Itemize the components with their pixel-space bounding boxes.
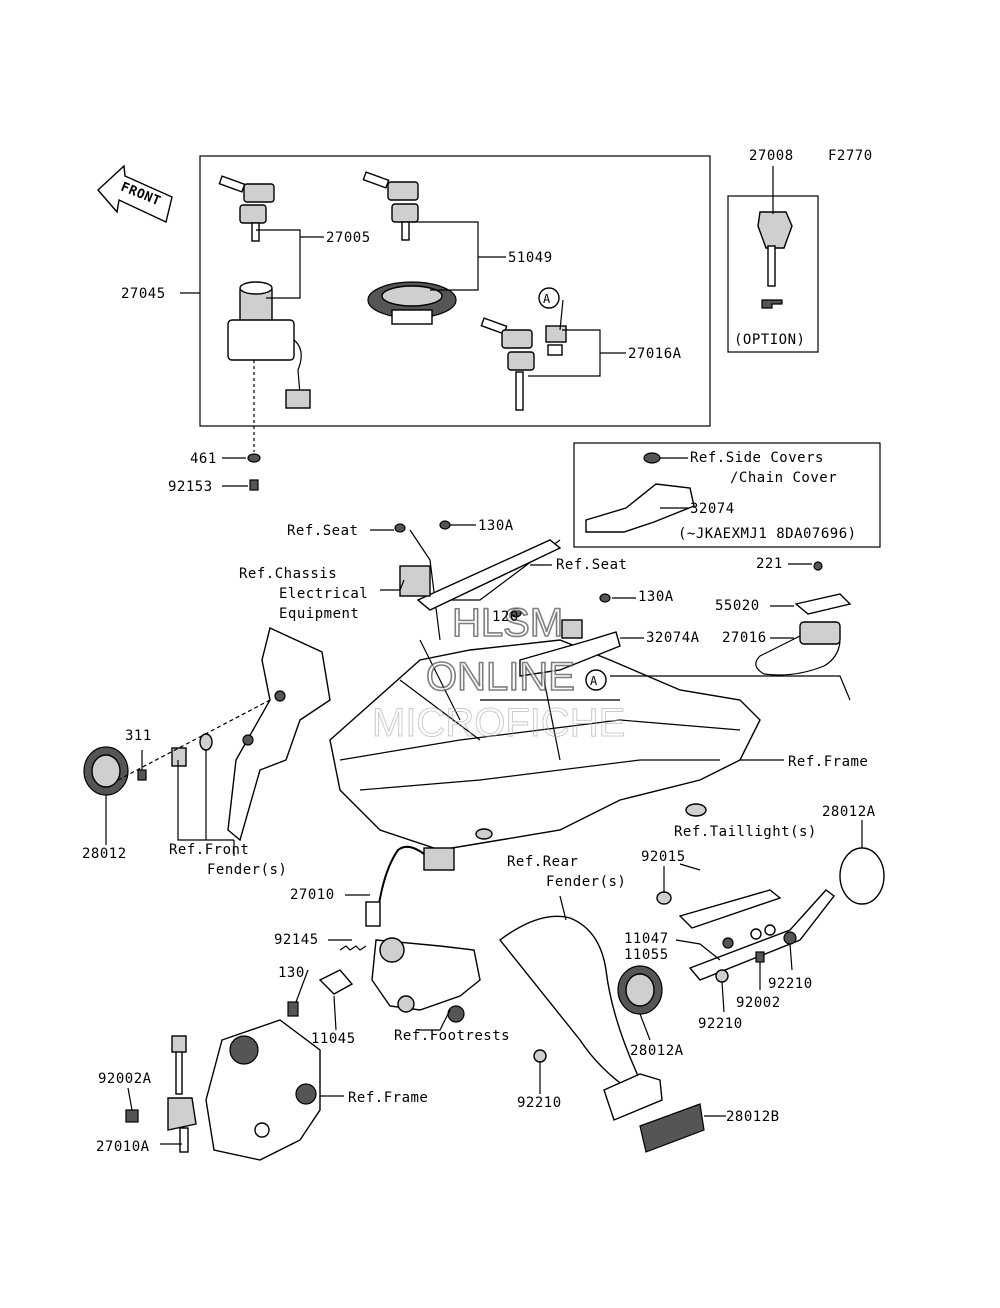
label-ref-chassis-2: Electrical	[279, 586, 368, 602]
bolt-92153-icon	[249, 479, 259, 491]
ignition-switch-icon	[227, 281, 311, 409]
label-ref-footrests: Ref.Footrests	[394, 1028, 510, 1044]
label-11047: 11047	[624, 931, 669, 947]
label-ref-chassis-1: Ref.Chassis	[239, 566, 337, 582]
label-130: 130	[278, 965, 305, 981]
label-28012a-1: 28012A	[822, 804, 876, 820]
bracket-32074-icon	[585, 452, 695, 533]
watermark-line2: ONLINE	[426, 655, 575, 699]
label-130a-2: 130A	[638, 589, 674, 605]
bracket-32074a-icon	[510, 593, 621, 677]
fuel-cap-icon	[367, 281, 457, 325]
bolt-130-icon	[287, 1001, 299, 1017]
bolt-92002a-icon	[125, 1109, 139, 1123]
marker-a-top-label: A	[543, 292, 551, 306]
rear-fender-icon	[499, 915, 663, 1121]
diagram-code: F2770	[828, 148, 873, 164]
bracket-11045-icon	[318, 969, 354, 995]
label-ref-rear-1: Ref.Rear	[507, 854, 578, 870]
label-27005: 27005	[326, 230, 371, 246]
watermark-line1: HLSM	[452, 601, 563, 645]
ignition-kit-box	[199, 155, 711, 427]
label-28012: 28012	[82, 846, 127, 862]
reflector-28012a-bottom-icon	[617, 965, 663, 1015]
key-pair-27016a-icon	[480, 317, 567, 411]
nut-92015-icon	[656, 891, 672, 905]
label-27045: 27045	[121, 286, 166, 302]
watermark-line3: MICROFICHE	[372, 701, 625, 745]
side-cover-box	[573, 442, 881, 548]
label-serial-note: (~JKAEXMJ1 8DA07696)	[678, 526, 857, 542]
label-ref-side-covers: Ref.Side Covers	[690, 450, 824, 466]
label-51049: 51049	[508, 250, 553, 266]
label-ref-seat-2: Ref.Seat	[556, 557, 627, 573]
tail-bracket-icon	[678, 889, 835, 981]
marker-a-top: A	[538, 287, 560, 309]
label-130a-1: 130A	[478, 518, 514, 534]
key-pair-51049-icon	[362, 171, 419, 241]
label-221: 221	[756, 556, 783, 572]
option-key-icon	[757, 211, 793, 309]
label-461: 461	[190, 451, 217, 467]
front-arrow-icon: FRONT	[97, 164, 173, 223]
nut-311-icon	[137, 769, 147, 781]
label-27010a: 27010A	[96, 1139, 150, 1155]
label-28012a-2: 28012A	[630, 1043, 684, 1059]
reflector-28012a-top-icon	[839, 847, 885, 905]
label-ref-rear-2: Fender(s)	[546, 874, 626, 890]
reflector-28012b-icon	[639, 1103, 705, 1153]
lower-frame-icon	[205, 1019, 321, 1161]
label-ref-front-1: Ref.Front	[169, 842, 249, 858]
front-fender-icon	[227, 627, 331, 842]
switch-27016-icon	[755, 561, 852, 676]
label-ref-frame-1: Ref.Frame	[788, 754, 868, 770]
frame-icon	[329, 529, 761, 851]
label-28012b: 28012B	[726, 1109, 780, 1125]
label-option: (OPTION)	[734, 332, 805, 348]
reflector-28012-icon	[83, 746, 129, 796]
label-120: 120	[492, 609, 519, 625]
seat-bracket-icon	[394, 520, 562, 611]
label-chain-cover: /Chain Cover	[730, 470, 837, 486]
key-pair-27005-icon	[218, 175, 275, 242]
label-27016: 27016	[722, 630, 767, 646]
marker-a-frame-label: A	[590, 674, 598, 688]
label-ref-front-2: Fender(s)	[207, 862, 287, 878]
label-92153: 92153	[168, 479, 213, 495]
label-32074a: 32074A	[646, 630, 700, 646]
label-ref-chassis-3: Equipment	[279, 606, 359, 622]
marker-a-frame: A	[585, 669, 607, 691]
footrest-bracket-icon	[371, 937, 481, 1023]
label-ref-taillight: Ref.Taillight(s)	[674, 824, 817, 840]
label-92145: 92145	[274, 932, 319, 948]
label-ref-seat-1: Ref.Seat	[287, 523, 358, 539]
label-92210-1: 92210	[768, 976, 813, 992]
label-32074: 32074	[690, 501, 735, 517]
label-ref-frame-2: Ref.Frame	[348, 1090, 428, 1106]
label-92002: 92002	[736, 995, 781, 1011]
label-55020: 55020	[715, 598, 760, 614]
sensor-27010a-icon	[167, 1035, 197, 1153]
spring-92145-icon	[339, 945, 367, 951]
label-27008: 27008	[749, 148, 794, 164]
label-11055: 11055	[624, 947, 669, 963]
label-92210-2: 92210	[698, 1016, 743, 1032]
label-11045: 11045	[311, 1031, 356, 1047]
sensor-27010-icon	[365, 845, 455, 927]
label-92210-3: 92210	[517, 1095, 562, 1111]
label-27010: 27010	[290, 887, 335, 903]
label-92015: 92015	[641, 849, 686, 865]
label-27016a: 27016A	[628, 346, 682, 362]
label-92002a: 92002A	[98, 1071, 152, 1087]
bolt-461-icon	[247, 360, 261, 463]
label-311: 311	[125, 728, 152, 744]
